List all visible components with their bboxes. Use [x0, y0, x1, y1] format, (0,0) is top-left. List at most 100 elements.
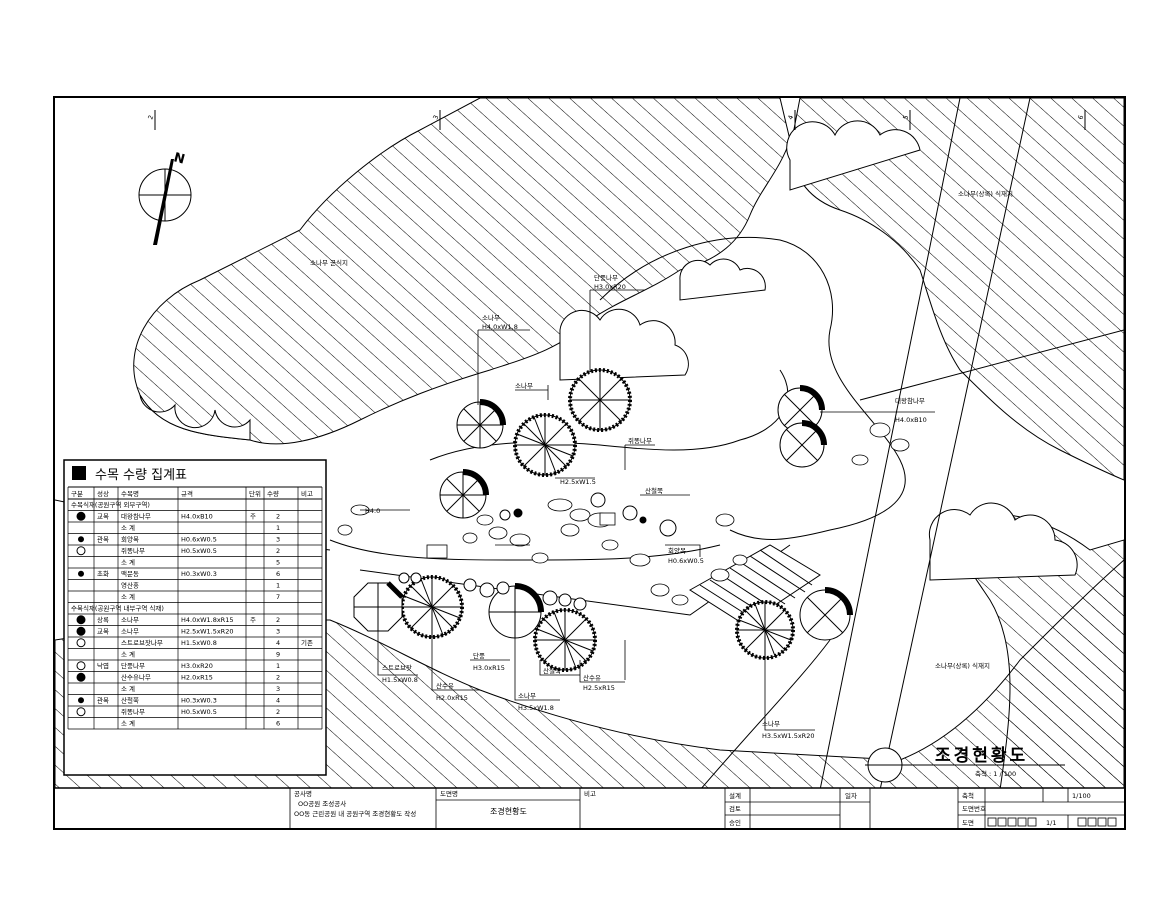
- legend-name-cell: 스트로브잣나무: [121, 638, 163, 647]
- legend-name-cell: 소 계: [121, 592, 135, 601]
- title-block-boxes: [987, 817, 1117, 827]
- sheet-value: 1/1: [1046, 819, 1056, 827]
- shrub-symbol: [496, 581, 510, 595]
- legend-tree-symbol-icon: [76, 615, 86, 625]
- drawing-frame: [53, 96, 1126, 830]
- callout-spec: H1.5xW0.8: [382, 676, 418, 684]
- legend-qty-cell: 3: [276, 628, 280, 636]
- callout-name: 대왕참나무: [895, 396, 925, 405]
- area-label: 소나무(상록) 식재지: [935, 661, 990, 670]
- scale-value: 1/100: [1072, 792, 1091, 800]
- legend-spec-cell: H0.3xW0.3: [181, 570, 217, 578]
- callout-name: 산수유: [436, 681, 454, 690]
- tree-symbol: [456, 399, 506, 449]
- tree-symbol: [353, 581, 404, 632]
- hatched-tree-area-upper-right: [789, 98, 1124, 481]
- scale-label: 축척: [962, 791, 974, 800]
- callout-spec: H3.0xR15: [473, 664, 505, 672]
- tree-symbol: [533, 608, 597, 672]
- dwg-label: 도면번호: [962, 804, 986, 813]
- legend-name-cell: 맥문동: [121, 569, 139, 578]
- legend-qty-cell: 4: [276, 697, 280, 705]
- legend-title: 수목 수량 집계표: [95, 468, 187, 483]
- legend-tree-symbol-icon: [78, 697, 84, 704]
- title-block: [54, 787, 1125, 829]
- legend-name-cell: 산철쭉: [121, 696, 139, 705]
- tree-symbol: [439, 469, 489, 519]
- legend-tree-symbol-icon: [76, 672, 86, 682]
- legend-spec-cell: H0.5xW0.5: [181, 547, 217, 555]
- legend-title-marker: [72, 466, 86, 480]
- legend-name-cell: 쥐똥나무: [121, 546, 145, 555]
- design-label: 설계: [729, 791, 741, 800]
- legend-group-cell: 낙엽: [97, 661, 109, 670]
- tree-symbol: [568, 368, 632, 432]
- legend-spec-cell: H4.0xB10: [181, 513, 213, 521]
- grid-mark-label: 5: [901, 114, 910, 121]
- site-plan: 2 3 4 5 6: [55, 98, 1124, 788]
- legend-tree-symbol-icon: [78, 570, 84, 577]
- legend-spec-cell: H0.6xW0.5: [181, 536, 217, 544]
- area-label: 소나무(상록) 식재지: [958, 189, 1013, 198]
- callout-name: 스트로브잣: [382, 663, 412, 672]
- tree-symbol: [488, 583, 544, 639]
- north-arrow-icon: N: [138, 150, 192, 245]
- shrub-symbol: [410, 572, 422, 584]
- tree-symbol: [513, 413, 577, 477]
- legend-group-cell: 관목: [97, 535, 109, 544]
- legend-name-cell: 소 계: [121, 719, 135, 728]
- legend-name-cell: 소 계: [121, 523, 135, 532]
- legend-qty-cell: 7: [276, 593, 280, 601]
- note-label: 비고: [584, 789, 596, 798]
- shrub-symbol: [622, 505, 638, 521]
- grid-mark-label: 2: [146, 114, 155, 121]
- legend-group-cell: 교목: [97, 513, 109, 521]
- callout-name: 단풍: [473, 651, 485, 660]
- legend-tree-symbol-icon: [76, 661, 86, 671]
- grid-mark-label: 6: [1076, 114, 1085, 121]
- grid-marks: 2 3 4 5 6: [146, 110, 1086, 130]
- legend-qty-cell: 2: [276, 547, 280, 555]
- callout-name: 단풍나무: [594, 273, 618, 282]
- legend-header-cell: 수량: [267, 490, 279, 498]
- legend-qty-cell: 2: [276, 513, 280, 521]
- legend-spec-cell: H1.5xW0.8: [181, 639, 217, 647]
- legend-tree-symbol-icon: [76, 511, 86, 521]
- callout-name: 소나무: [518, 691, 536, 700]
- callout-spec: H3.0xR20: [594, 283, 626, 291]
- callout-name: 쥐똥나무: [628, 436, 652, 445]
- callout-spec: H2.5xW1.5: [560, 478, 596, 486]
- callout-name: 회양목: [668, 547, 686, 555]
- legend-qty-cell: 1: [276, 662, 280, 670]
- callout-spec: H3.5xW1.8: [518, 704, 554, 712]
- shrub-symbol: [398, 572, 410, 584]
- callout-name: 소나무: [482, 313, 500, 322]
- callout-name: 산수유: [583, 673, 601, 682]
- project-label: 공사명: [294, 789, 312, 798]
- legend-unit-cell: 주: [250, 513, 256, 521]
- legend-header-cell: 단위: [249, 489, 261, 498]
- north-label: N: [172, 150, 186, 167]
- date-label: 일자: [845, 791, 857, 800]
- sheet-label: 도면: [962, 818, 974, 827]
- canopy-edges: [139, 120, 1078, 581]
- legend-name-cell: 쥐똥나무: [121, 707, 145, 716]
- legend-tree-symbol-icon: [76, 546, 86, 556]
- legend-qty-cell: 2: [276, 674, 280, 682]
- legend-name-cell: 단풍나무: [121, 661, 145, 670]
- shrub-symbol: [659, 519, 677, 537]
- callout-name: 산철쭉: [645, 486, 663, 495]
- approve-label: 승인: [729, 818, 741, 827]
- shrub-symbol: [590, 492, 606, 508]
- legend-tree-symbol-icon: [76, 638, 86, 648]
- plan-scale-text: 축척 : 1 / 100: [975, 769, 1016, 778]
- tree-symbol: [735, 600, 795, 660]
- area-label: 소나무 군식지: [310, 258, 348, 267]
- legend-qty-cell: 2: [276, 708, 280, 716]
- legend-name-cell: 소 계: [121, 558, 135, 567]
- plan-title: 조경현황도 축척 : 1 / 100: [865, 746, 1065, 783]
- shrub-symbol: [479, 582, 495, 598]
- shrub-symbol: [463, 578, 477, 592]
